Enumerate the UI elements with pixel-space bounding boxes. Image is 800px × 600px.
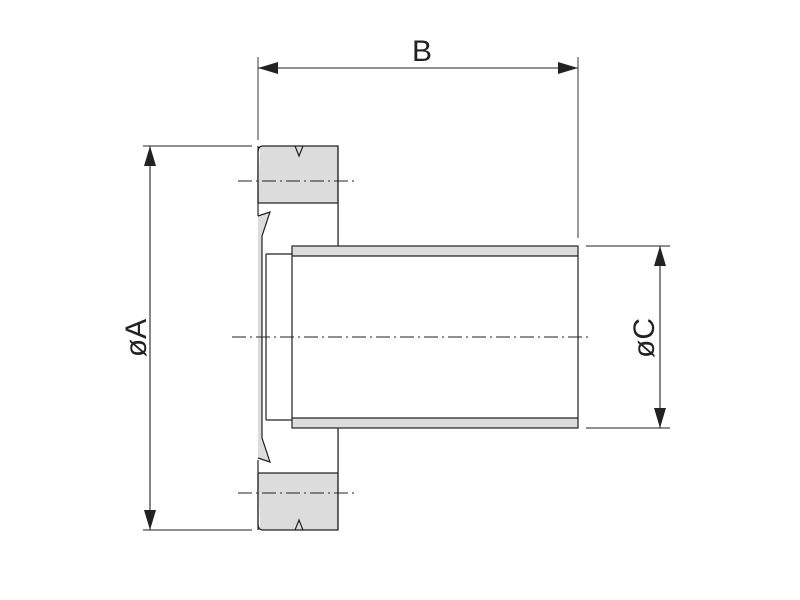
dimension-c: øC xyxy=(586,245,670,429)
arrowhead-c-top xyxy=(654,246,666,266)
dimension-a: øA xyxy=(120,145,252,531)
bottom-notch xyxy=(294,518,304,531)
seal-groove xyxy=(258,212,270,462)
flange xyxy=(238,145,356,531)
dimension-label-a: øA xyxy=(120,319,153,357)
arrowhead-a-top xyxy=(144,146,156,166)
flange-inner xyxy=(259,203,338,473)
arrowhead-b-right xyxy=(558,62,578,74)
top-notch xyxy=(294,145,304,158)
dimension-b: B xyxy=(257,35,579,238)
tube-wall-bottom xyxy=(292,418,578,428)
arrowhead-a-bottom xyxy=(144,510,156,530)
arrowhead-c-bottom xyxy=(654,408,666,428)
flange-body xyxy=(258,146,338,203)
dimension-label-c: øC xyxy=(628,318,661,358)
dimension-label-b: B xyxy=(412,35,432,68)
arrowhead-b-left xyxy=(258,62,278,74)
tube-wall-top xyxy=(292,246,578,256)
flange-body-lower xyxy=(258,473,338,530)
